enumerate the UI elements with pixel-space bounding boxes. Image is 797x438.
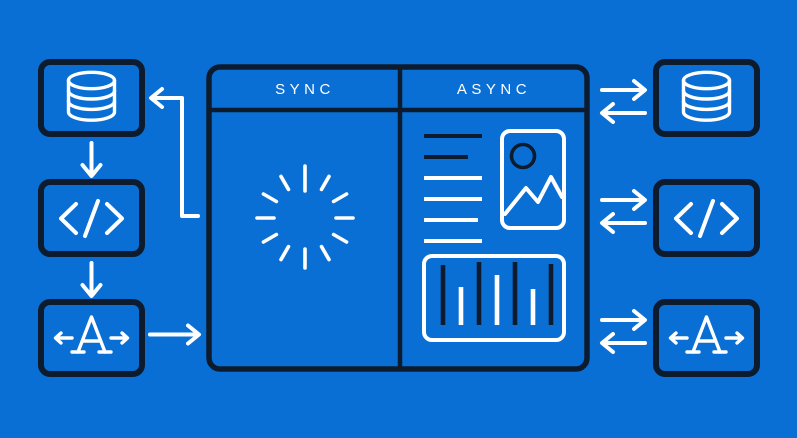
tab-sync-label: SYNC (275, 81, 335, 98)
connector-sync-exchange-1 (600, 79, 647, 124)
elbow-arrow-left-icon (149, 87, 200, 218)
bidirectional-arrows-icon (600, 309, 647, 354)
node-left-localization[interactable] (38, 299, 145, 377)
node-box (38, 299, 145, 377)
localization-icon (668, 315, 745, 354)
node-box (653, 299, 760, 377)
chart-frame (422, 254, 566, 342)
database-icon (66, 70, 117, 122)
node-right-database[interactable] (653, 59, 760, 137)
bidirectional-arrows-icon (600, 189, 647, 234)
node-right-code[interactable] (653, 179, 760, 257)
tab-async-label: ASYNC (457, 81, 531, 98)
image-placeholder (500, 129, 566, 230)
connector-left-db-to-code (80, 141, 103, 178)
sync-async-panel[interactable]: SYNC ASYNC (206, 64, 590, 372)
arrow-down-icon (80, 261, 103, 298)
bar-chart (422, 254, 566, 342)
connector-panel-to-left-database (149, 87, 200, 218)
loading-spinner-icon (255, 164, 355, 270)
localization-icon (53, 315, 130, 354)
mountain-icon (503, 175, 564, 216)
content-text-lines (424, 134, 482, 243)
node-left-code[interactable] (38, 179, 145, 257)
bidirectional-arrows-icon (600, 79, 647, 124)
node-right-localization[interactable] (653, 299, 760, 377)
node-left-database[interactable] (38, 59, 145, 137)
connector-left-code-to-localization (80, 261, 103, 298)
image-frame (500, 129, 566, 230)
connector-sync-exchange-3 (600, 309, 647, 354)
code-brackets-icon (674, 199, 739, 238)
code-brackets-icon (59, 199, 124, 238)
sun-icon (509, 142, 537, 170)
connector-sync-exchange-2 (600, 189, 647, 234)
chart-bars (440, 262, 554, 325)
arrow-right-icon (148, 323, 201, 346)
arrow-down-icon (80, 141, 103, 178)
connector-left-localization-to-panel (148, 323, 201, 346)
database-icon (681, 70, 732, 122)
